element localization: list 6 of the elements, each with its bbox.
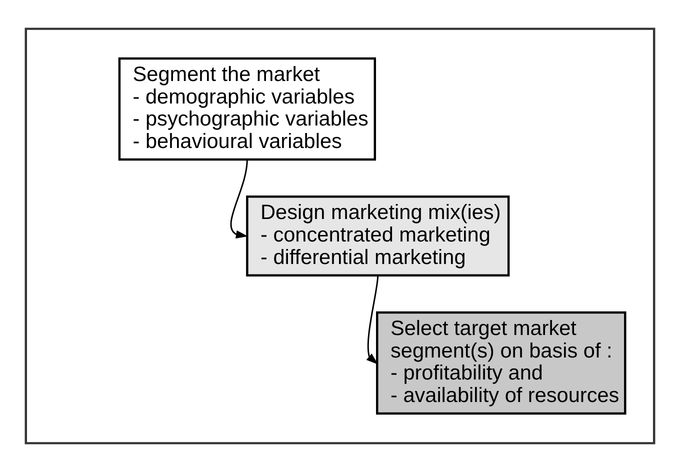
node-box: Segment the market - demographic variables - psychographic variables - behavioural variables xyxy=(118,57,376,161)
cluster xyxy=(24,28,656,444)
node-box: Select target market segment(s) on basis of : - profitability and - availability of resources xyxy=(376,311,626,415)
arrow xyxy=(366,275,379,364)
arrow xyxy=(230,159,248,239)
node-box: Design marketing mix(ies) - concentrated marketing - differential marketing xyxy=(246,196,510,276)
